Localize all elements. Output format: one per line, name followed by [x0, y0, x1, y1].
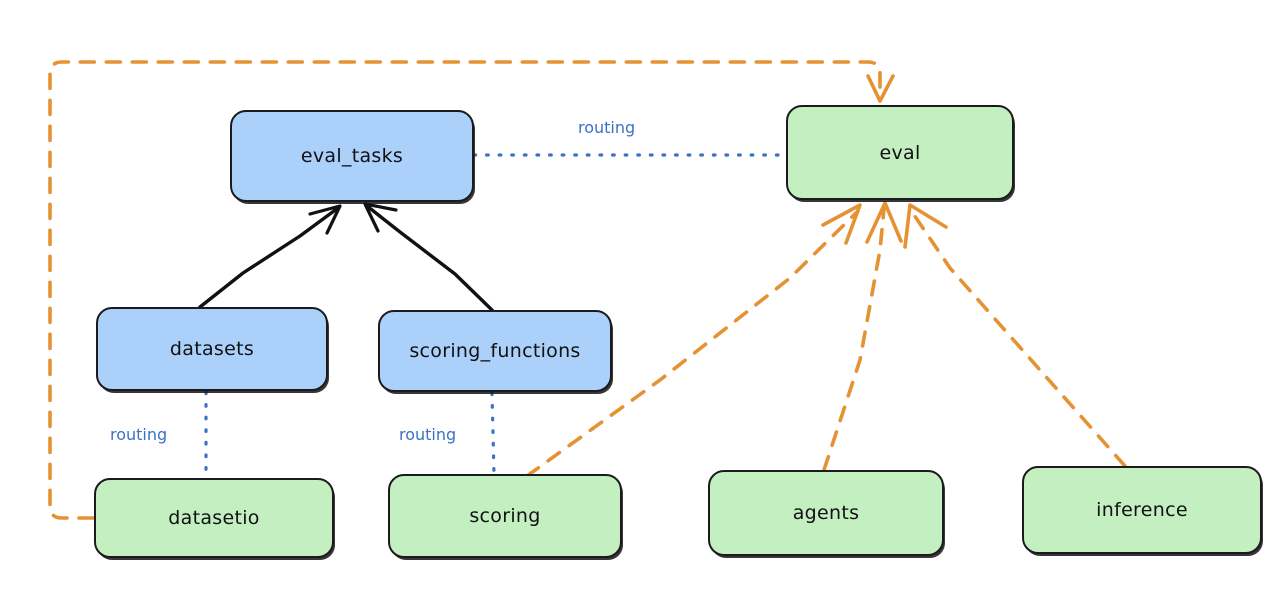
node-label: scoring [469, 505, 541, 527]
edge-label-routing-mid: routing [399, 425, 457, 444]
edge-datasetio-to-eval [48, 60, 895, 520]
node-agents[interactable]: agents [708, 470, 944, 556]
edge-scoring_functions-to-eval_tasks [363, 202, 494, 312]
edge-inference-to-eval [903, 203, 1127, 468]
node-eval_tasks[interactable]: eval_tasks [230, 110, 474, 202]
edge-label-routing-top: routing [578, 118, 636, 137]
node-label: agents [792, 502, 860, 524]
node-inference[interactable]: inference [1022, 466, 1262, 554]
node-label: datasets [169, 338, 255, 360]
node-label: eval [879, 141, 921, 164]
node-scoring[interactable]: scoring [388, 474, 622, 558]
node-label: datasetio [168, 507, 260, 529]
edge-label-routing-left: routing [110, 425, 168, 444]
node-scoring_functions[interactable]: scoring_functions [378, 310, 612, 392]
edge-scoring-to-eval [525, 203, 862, 478]
node-datasets[interactable]: datasets [96, 307, 328, 391]
edge-scoring_functions-to-scoring [490, 391, 496, 476]
node-datasetio[interactable]: datasetio [94, 478, 334, 558]
node-label: inference [1096, 499, 1188, 521]
node-eval[interactable]: eval [786, 105, 1014, 200]
edge-datasets-to-eval_tasks [198, 204, 342, 309]
node-label: scoring_functions [409, 340, 581, 362]
edge-agents-to-eval [822, 201, 903, 472]
node-label: eval_tasks [300, 145, 404, 167]
